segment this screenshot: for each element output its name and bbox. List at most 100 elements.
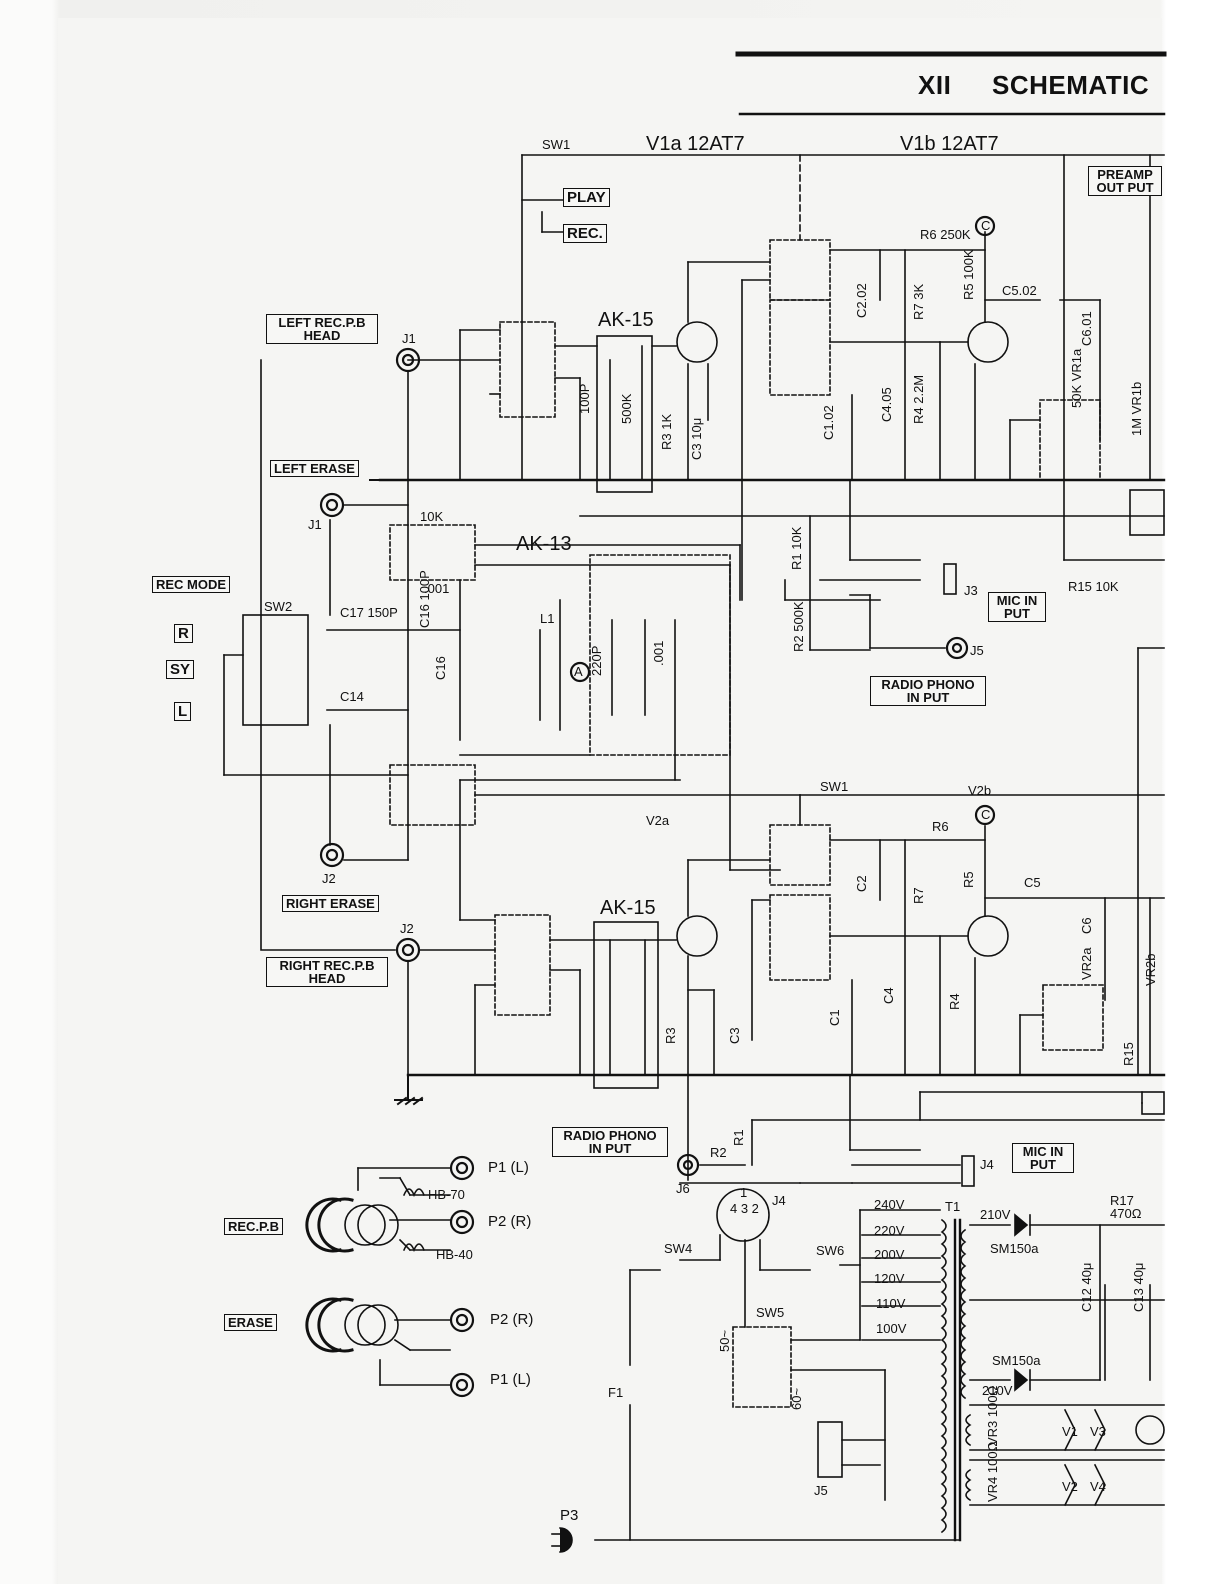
rec-box: REC. [563,224,607,243]
l1-label: L1 [540,611,555,626]
v210-top-label: 210V [980,1207,1011,1222]
mic-input-bottom-box: MIC IN PUT [1012,1143,1074,1173]
ak13-label: AK-13 [516,533,572,555]
bias-oscillator-wiring [223,479,801,861]
sw5-label: SW5 [756,1305,785,1320]
sm150a-top-label: SM150a [990,1241,1039,1256]
c220p-label: 220P [589,645,604,676]
f1-label: F1 [608,1385,624,1400]
p1-l-top-label: P1 (L) [488,1159,529,1176]
cap-001-right-label: .001 [651,640,666,666]
res-10k-label: 10K [420,509,444,524]
j4-top-label: J4 [772,1193,786,1208]
v200-label: 200V [874,1247,905,1262]
r4-top-label: R4 2.2M [911,374,926,424]
r3-bot-label: R3 [663,1027,678,1044]
mode-sy-box: SY [166,660,195,679]
sw1-top-label: SW1 [542,137,571,152]
r15-bot-label: R15 [1121,1042,1136,1066]
r3-top-label: R3 1K [659,413,674,450]
hb40-label: HB-40 [436,1247,473,1262]
j3-label: J3 [964,583,978,598]
right-rec-pb-head-box: RIGHT REC.P.B HEAD [266,957,388,987]
r4-bot-label: R4 [947,993,962,1010]
c-marker-top-label: C [981,218,991,233]
j5-bot-label: J5 [814,1483,828,1498]
c6-bot-label: C6 [1079,917,1094,934]
c4-bot-label: C4 [881,987,896,1004]
p3-label: P3 [560,1507,579,1524]
c1-bot-label: C1 [827,1009,842,1026]
v3-label: V3 [1090,1424,1106,1439]
head-connector-wiring [305,1167,451,1386]
t1-label: T1 [945,1199,961,1214]
radio-phono-input-top-box: RADIO PHONO IN PUT [870,676,986,706]
c1-top-label: C1.02 [821,405,836,440]
v2b-label: V2b [968,783,992,798]
j6-label: J6 [676,1181,690,1196]
v210-bot-label: 210V [982,1383,1013,1398]
left-rec-pb-head-box: LEFT REC.P.B HEAD [266,314,378,344]
v2-label: V2 [1062,1479,1078,1494]
r1-bot-label: R1 [731,1129,746,1146]
vr1a-label: 50K VR1a [1069,348,1084,408]
vr2a-label: VR2a [1079,947,1094,980]
vr2b-label: VR2b [1143,953,1158,986]
r2-bot-label: R2 [710,1145,727,1160]
mode-l-box: L [174,702,192,721]
j1-mid-label: J1 [308,517,322,532]
v220-label: 220V [874,1223,905,1238]
v2a-label: V2a [646,813,670,828]
r5-top-label: R5 100K [961,249,976,300]
p2-r-bot-label: P2 (R) [490,1311,534,1328]
c5-bot-label: C5 [1024,875,1041,890]
play-box: PLAY [563,188,610,207]
v100-label: 100V [876,1321,907,1336]
erase-box: ERASE [224,1314,277,1331]
r15-10k-label: R15 10K [1068,579,1119,594]
mic-input-top-box: MIC IN PUT [988,592,1046,622]
preamp-output-box: PREAMP OUT PUT [1088,166,1162,196]
r2-500k-label: R2 500K [791,601,806,652]
c12-label: C12 40μ [1079,1262,1094,1312]
vr4-label: VR4 100Ω [985,1441,1000,1502]
res-500k-label: 500K [619,393,634,424]
rec-mode-box: REC MODE [152,576,231,593]
c6-top-label: C6.01 [1079,311,1094,346]
r1-10k-label: R1 10K [789,526,804,570]
c3-top-label: C3 10μ [689,417,704,460]
r6-bot-label: R6 [932,819,949,834]
lower-channel-wiring [407,544,1165,1181]
vr3-label: VR3 100Ω [985,1385,1000,1446]
hb70-label: HB-70 [428,1187,465,1202]
left-erase-box: LEFT ERASE [270,460,359,477]
upper-input-wiring [784,479,1165,1076]
sw2-label: SW2 [264,599,293,614]
r7-top-label: R7 3K [911,283,926,320]
ground-symbols [369,479,424,1106]
v1-label: V1 [1062,1424,1078,1439]
power-supply-wiring [551,1188,1165,1553]
c17-label: C17 150P [340,605,398,620]
vr1b-label: 1M VR1b [1129,381,1144,436]
c5-top-label: C5.02 [1002,283,1037,298]
mode-r-box: R [174,624,193,643]
r7-bot-label: R7 [911,887,926,904]
section-title: SCHEMATIC [992,70,1150,100]
v1b-label: V1b 12AT7 [900,133,999,155]
v240-label: 240V [874,1197,905,1212]
lower-input-wiring [679,1074,1165,1187]
c16-label: C16 [433,656,448,680]
j4-jack-label: J4 [980,1157,994,1172]
section-number: XII [918,70,952,100]
upper-channel-wiring [260,154,1165,951]
j4-pins-label: 4 3 2 [730,1201,759,1216]
c-marker-bot-label: C [981,807,991,822]
c2-bot-label: C2 [854,875,869,892]
j1-top-label: J1 [402,331,416,346]
sw4-label: SW4 [664,1241,693,1256]
ak15-bot-label: AK-15 [600,897,656,919]
c4-top-label: C4.05 [879,387,894,422]
rec-pb-box: REC.P.B [224,1218,284,1235]
